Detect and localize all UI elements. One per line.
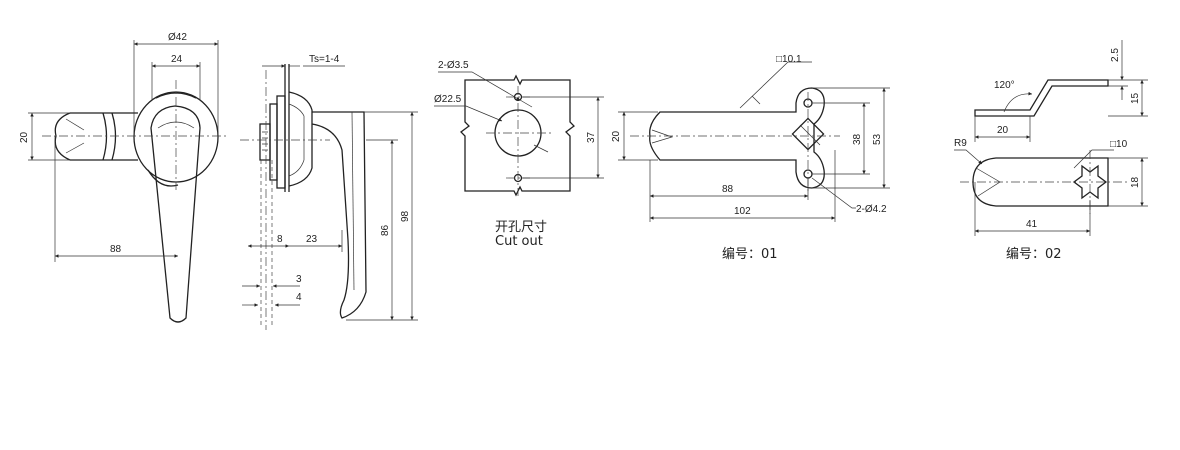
dim-23-label: 23: [306, 234, 318, 245]
leader: [519, 99, 533, 108]
leader: [799, 124, 821, 146]
gasket: [276, 95, 286, 189]
cam-01-view: □10.1 20 38 53 88 102 2-Ø4.2 编号：01: [611, 54, 890, 262]
leader: [751, 95, 761, 105]
cutout-37-label: 37: [586, 131, 597, 143]
cam-02-15-label: 15: [1130, 92, 1141, 104]
cam-01-88-label: 88: [722, 184, 734, 195]
escutcheon-bottom: [147, 169, 179, 187]
cam-02-caption: 编号：02: [1006, 247, 1062, 262]
cutout-view: 2-Ø3.5 Ø22.5 37 开孔尺寸 Cut out: [434, 60, 604, 249]
cam-01-square-hole: [791, 117, 825, 151]
angle-arc: [1003, 91, 1033, 113]
cam-01-20-label: 20: [611, 130, 622, 142]
dome-inner: [288, 103, 305, 177]
cutout-panel: [460, 74, 575, 197]
cam-02-view: 120° 2.5 15 20 R9 □10 18: [954, 40, 1148, 262]
handle-profile: [311, 111, 367, 319]
cam-02-120-label: 120°: [994, 80, 1015, 91]
cam-shaft-dashed: [260, 160, 273, 325]
handle-profile-edge: [351, 111, 355, 291]
cam-01-53-label: 53: [872, 133, 883, 145]
side-view: Ts=1-4 8 23 3 4 86 98: [240, 54, 418, 330]
cam-01-chamfer: [651, 129, 674, 144]
cam-01-outline: [649, 87, 825, 189]
cam-01-holes-label: 2-Ø4.2: [856, 204, 887, 215]
dim-20-label: 20: [19, 131, 30, 143]
dim-4-label: 4: [296, 292, 302, 303]
front-view: Ø42 24 20 88: [19, 32, 226, 323]
cam-02-25-label: 2.5: [1110, 48, 1121, 62]
thread-marks: [262, 131, 268, 151]
shaft-outline: [70, 112, 138, 161]
shaft-break-2: [111, 112, 117, 161]
cam-01-102-label: 102: [734, 206, 751, 217]
leader: [434, 105, 503, 122]
leader: [438, 71, 521, 101]
leader: [1073, 149, 1114, 169]
cam-02-sq-label: □10: [1110, 139, 1128, 150]
dim-88-label: 88: [110, 244, 122, 255]
handle-lever: [150, 105, 201, 323]
washer: [269, 103, 278, 181]
shaft-chamfer: [65, 118, 85, 154]
cutout-holes-label: 2-Ø3.5: [438, 60, 469, 71]
leader: [811, 177, 856, 209]
shaft-break-1: [102, 112, 108, 161]
dim-86-label: 86: [380, 224, 391, 236]
leader: [533, 144, 549, 153]
leader: [739, 61, 812, 109]
cam-02-41-label: 41: [1026, 219, 1038, 230]
dim-98-label: 98: [400, 210, 411, 222]
cutout-title-en: Cut out: [495, 234, 543, 249]
nut: [259, 123, 271, 161]
cam-02-20-label: 20: [997, 125, 1009, 136]
cam-02-18-label: 18: [1130, 176, 1141, 188]
cam-02-plate: [972, 157, 1109, 207]
cam-02-r9-label: R9: [954, 138, 967, 149]
cam-01-38-label: 38: [852, 133, 863, 145]
dome: [288, 91, 313, 187]
cutout-dia-label: Ø22.5: [434, 94, 462, 105]
cam-01-caption: 编号：01: [722, 247, 778, 262]
dim-8-label: 8: [277, 234, 283, 245]
dim-24-label: 24: [171, 54, 183, 65]
dim-ts-label: Ts=1-4: [309, 54, 340, 65]
cam-01-sq-label: □10.1: [776, 54, 802, 65]
cutout-title-cn: 开孔尺寸: [495, 220, 547, 235]
leader: [954, 149, 983, 165]
dim-3-label: 3: [296, 274, 302, 285]
dim-dia42-label: Ø42: [168, 32, 187, 43]
